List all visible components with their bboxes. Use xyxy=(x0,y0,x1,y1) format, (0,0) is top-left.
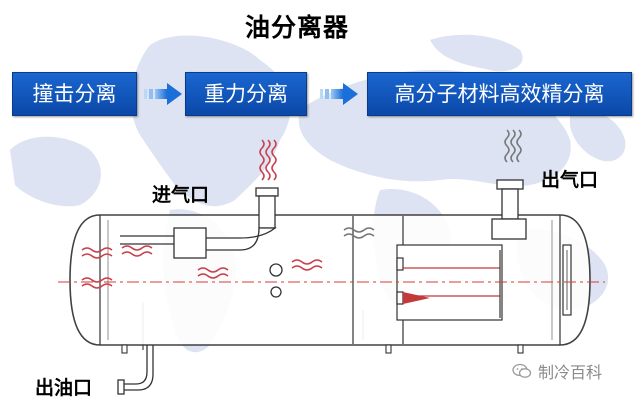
drain-stubs xyxy=(121,344,524,354)
oil-outlet-label: 出油口 xyxy=(35,377,93,399)
sight-glass xyxy=(562,244,572,316)
diagram-title: 油分离器 xyxy=(245,13,350,42)
watermark: 制冷百科 xyxy=(512,360,602,382)
oil-outlet-pipe xyxy=(117,345,154,395)
right-arrow-icon xyxy=(144,83,182,105)
gas-outlet-label: 出气口 xyxy=(541,169,599,191)
right-arrow-icon xyxy=(320,83,358,105)
inlet-pipe xyxy=(120,187,279,259)
flow-arrows xyxy=(81,129,522,289)
stage-polymer-fine-separation: 高分子材料高效精分离 xyxy=(367,72,632,116)
watermark-text: 制冷百科 xyxy=(538,363,603,382)
inlet-label: 进气口 xyxy=(152,184,210,206)
stage-impact-separation: 撞击分离 xyxy=(12,72,137,116)
wechat-logo-icon xyxy=(512,363,532,378)
port-circles xyxy=(269,263,283,298)
gas-outlet-pipe xyxy=(491,179,527,240)
stage-gravity-separation: 重力分离 xyxy=(185,72,307,116)
